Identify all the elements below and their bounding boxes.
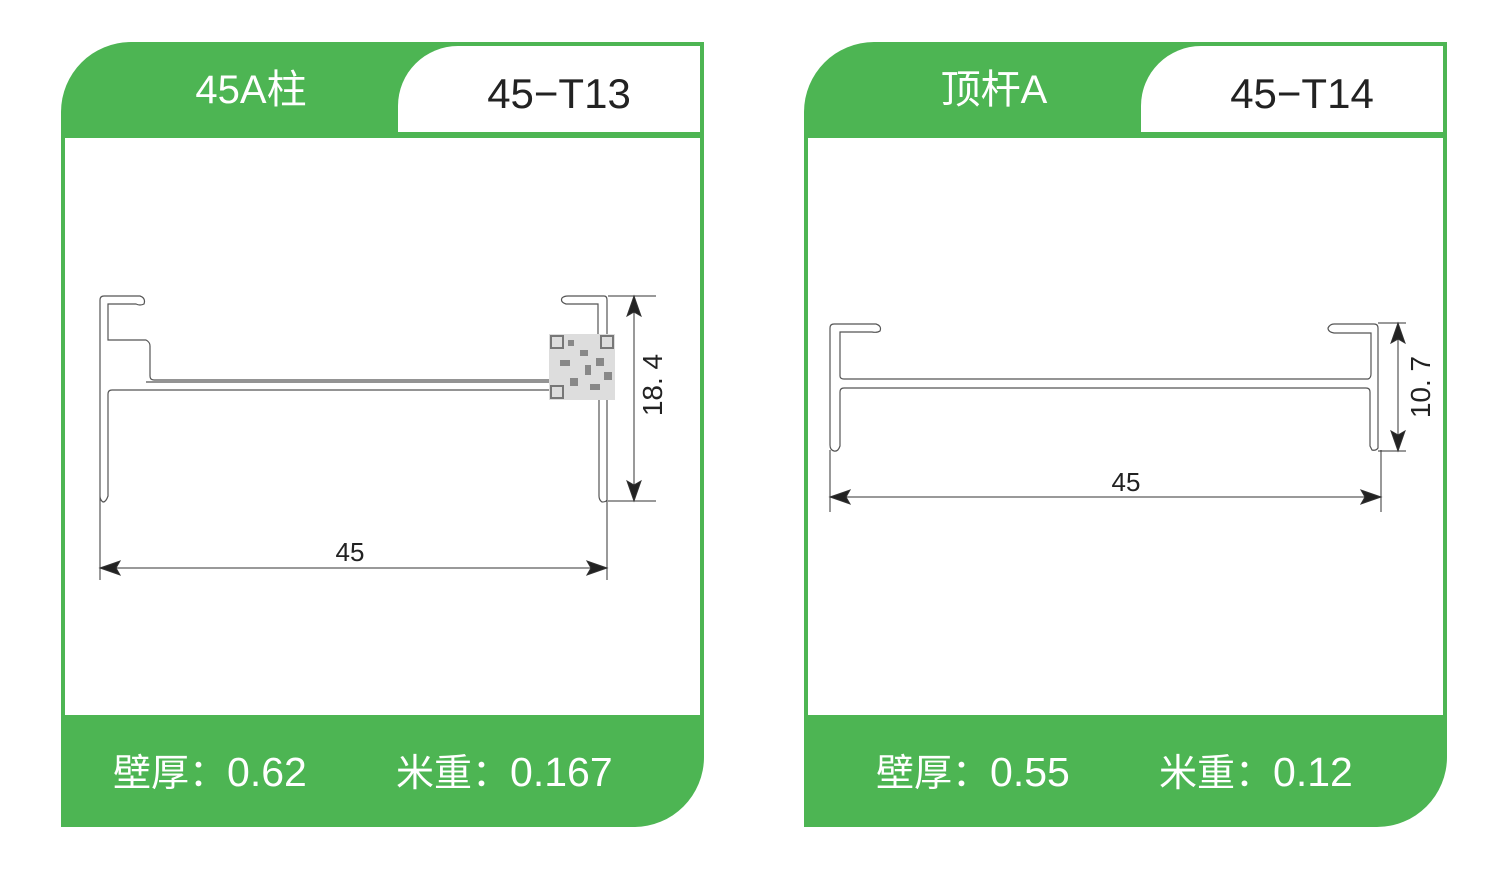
- arrow-down-icon: [626, 479, 642, 503]
- profile-drawing-area: 45 18. 4: [65, 138, 700, 715]
- arrow-left-icon: [98, 560, 122, 576]
- weight-value: 0.167: [510, 749, 613, 795]
- product-card-45-t14: 顶杆A 45−T14 45 10. 7 壁厚：0.55: [804, 42, 1447, 827]
- weight-label: 米重：: [396, 753, 511, 795]
- wall-thickness-value: 0.62: [227, 749, 307, 795]
- profile-drawing: 45 18. 4: [98, 294, 668, 580]
- arrow-up-icon: [1390, 321, 1406, 345]
- product-code-tab: 45−T14: [1141, 46, 1443, 132]
- width-dimension: 45: [336, 537, 365, 567]
- profile-drawing: 45 10. 7: [828, 321, 1436, 512]
- arrow-down-icon: [1390, 429, 1406, 453]
- weight-value: 0.12: [1273, 749, 1353, 795]
- arrow-left-icon: [828, 489, 852, 505]
- spec-footer: 壁厚：0.62 米重：0.167: [61, 732, 704, 812]
- wall-thickness-value: 0.55: [990, 749, 1070, 795]
- profile-drawing-area: 45 10. 7: [808, 138, 1443, 715]
- spec-footer: 壁厚：0.55 米重：0.12: [804, 732, 1447, 812]
- profile-outline: [829, 323, 1379, 452]
- wall-thickness-label: 壁厚：: [876, 753, 991, 795]
- height-dimension: 18. 4: [637, 354, 668, 416]
- qr-code-icon: [549, 334, 615, 400]
- product-code: 45−T14: [1230, 70, 1374, 117]
- profile-outline: [99, 295, 608, 503]
- product-name: 45A柱: [195, 68, 307, 112]
- width-dimension: 45: [1112, 467, 1141, 497]
- product-code: 45−T13: [487, 70, 631, 117]
- product-name: 顶杆A: [940, 68, 1048, 112]
- arrow-right-icon: [585, 560, 609, 576]
- weight-label: 米重：: [1159, 753, 1274, 795]
- arrow-right-icon: [1359, 489, 1383, 505]
- product-card-45-t13: 45A柱 45−T13: [61, 42, 704, 827]
- product-code-tab: 45−T13: [398, 46, 700, 132]
- wall-thickness-label: 壁厚：: [113, 753, 228, 795]
- height-dimension: 10. 7: [1405, 356, 1436, 418]
- arrow-up-icon: [626, 294, 642, 318]
